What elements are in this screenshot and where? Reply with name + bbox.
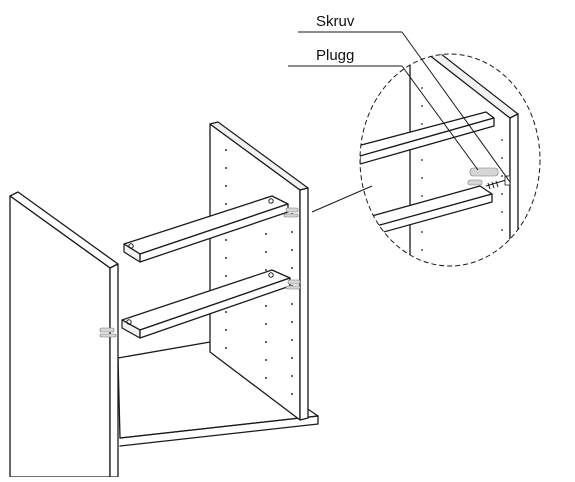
left-side-panel <box>9 191 119 478</box>
label-dowel: Plugg <box>288 47 479 171</box>
upper-rail <box>123 195 299 263</box>
detail-circle <box>359 53 541 267</box>
lower-rail-dowels <box>285 279 301 290</box>
label-screw: Skruv <box>298 13 511 183</box>
bottom-panel <box>117 341 319 447</box>
cabinet <box>9 121 319 478</box>
detail-dowel <box>469 167 499 177</box>
detail-screw <box>485 175 511 190</box>
left-panel-dowels <box>99 327 117 338</box>
detail-dowel-2 <box>467 179 483 186</box>
detail-dowels <box>467 167 499 186</box>
detail-connector <box>311 185 373 213</box>
lower-rail <box>121 269 301 339</box>
label-dowel-text: Plugg <box>316 47 354 64</box>
right-side-panel <box>209 121 309 421</box>
detail-view <box>359 53 541 267</box>
label-screw-text: Skruv <box>316 13 355 30</box>
upper-rail-dowels <box>283 207 299 218</box>
